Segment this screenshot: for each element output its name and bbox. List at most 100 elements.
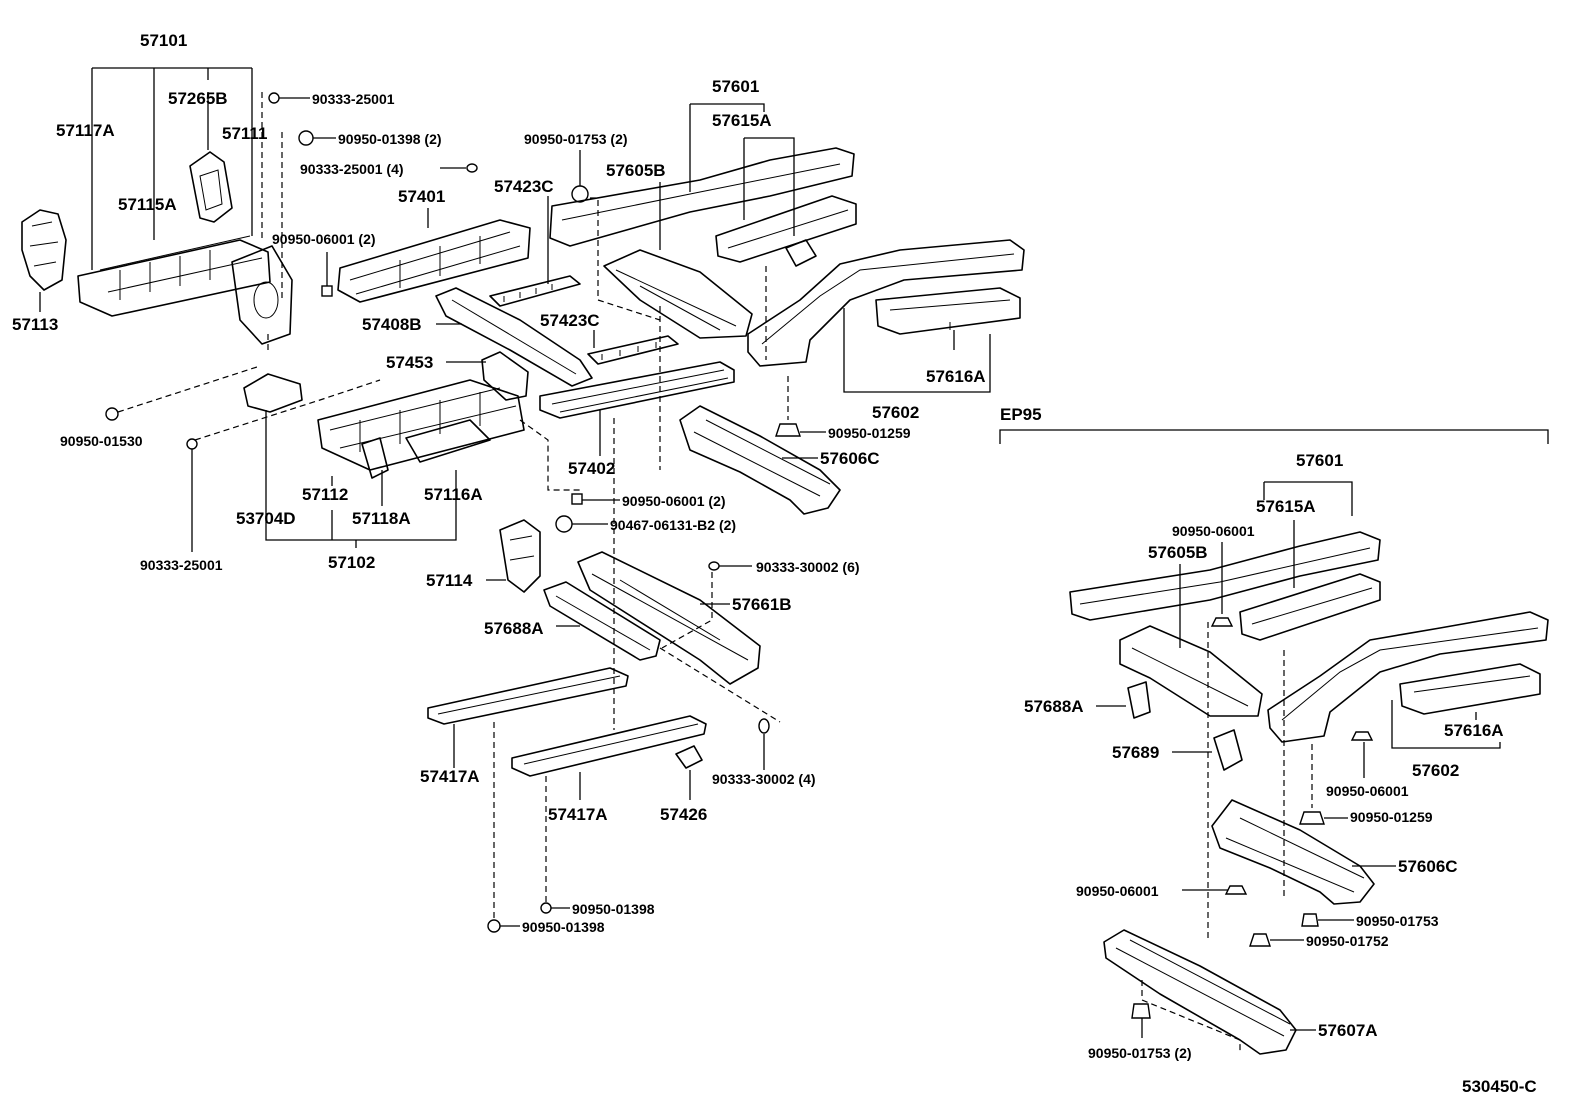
fastener-icon — [775, 423, 801, 437]
ep95-label-57601: 57601 — [1296, 451, 1343, 470]
fastener-icon — [186, 438, 198, 450]
ep95-title: EP95 — [1000, 405, 1042, 424]
part-57601-rail — [549, 147, 855, 247]
label-90950-01398-b: 90950-01398 — [522, 919, 605, 935]
fastener-icon — [321, 285, 333, 297]
fastener-icon — [555, 515, 573, 533]
ep95-part-57616A — [1399, 663, 1541, 715]
label-57101: 57101 — [140, 31, 187, 50]
fastener-icon — [571, 185, 589, 203]
ep95-label-90950-01753-2: 90950-01753 (2) — [1088, 1045, 1192, 1061]
label-57453: 57453 — [386, 353, 433, 372]
label-57402: 57402 — [568, 459, 615, 478]
part-57616A — [875, 287, 1021, 335]
ep95-label-90950-06001-a: 90950-06001 — [1172, 523, 1255, 539]
ep95-label-90950-01752: 90950-01752 — [1306, 933, 1389, 949]
label-57401: 57401 — [398, 187, 445, 206]
label-90950-01530: 90950-01530 — [60, 433, 143, 449]
label-90467-06131: 90467-06131-B2 (2) — [610, 517, 736, 533]
label-57615A: 57615A — [712, 111, 772, 130]
label-57265B: 57265B — [168, 89, 228, 108]
fastener-icon — [105, 407, 119, 421]
fastener-icon — [1350, 731, 1374, 741]
footer-code: 530450-C — [1462, 1077, 1537, 1096]
ep95-label-57607A: 57607A — [1318, 1021, 1378, 1040]
ep95-part-57689 — [1213, 729, 1243, 771]
ep95-label-57605B: 57605B — [1148, 543, 1208, 562]
label-57116A: 57116A — [424, 485, 483, 504]
label-57423C-mid: 57423C — [540, 311, 600, 330]
ep95-bracket — [999, 429, 1549, 444]
fastener-icon — [298, 130, 314, 146]
ep95-label-57602: 57602 — [1412, 761, 1459, 780]
ep95-part-57605B — [1119, 625, 1263, 717]
part-57602 — [747, 239, 1025, 367]
fastener-icon — [268, 92, 280, 104]
fastener-icon — [466, 163, 478, 173]
ep95-part-57602 — [1267, 611, 1549, 743]
label-57417A-left: 57417A — [420, 767, 480, 786]
part-57401 — [337, 219, 531, 303]
fastener-icon — [540, 902, 552, 914]
ep95-label-90950-06001-c: 90950-06001 — [1076, 883, 1159, 899]
label-57102: 57102 — [328, 553, 375, 572]
ep95-part-57606C — [1211, 799, 1375, 905]
fastener-icon — [1301, 913, 1319, 927]
label-90333-25001-4: 90333-25001 (4) — [300, 161, 404, 177]
fastener-icon — [1249, 933, 1271, 947]
part-57102-member — [243, 373, 525, 479]
fastener-icon — [708, 561, 720, 571]
label-90333-25001-top: 90333-25001 — [312, 91, 395, 107]
ep95-label-90950-01259: 90950-01259 — [1350, 809, 1433, 825]
part-57426 — [675, 745, 703, 769]
label-57117A: 57117A — [56, 121, 115, 140]
ep95-label-90950-01753: 90950-01753 — [1356, 913, 1439, 929]
part-57423C-mid — [587, 335, 679, 365]
ep95-label-57616A: 57616A — [1444, 721, 1504, 740]
label-57118A: 57118A — [352, 509, 411, 528]
label-57688A: 57688A — [484, 619, 544, 638]
label-57113: 57113 — [12, 315, 58, 334]
label-90950-06001-2-mid: 90950-06001 (2) — [622, 493, 726, 509]
fastener-icon — [487, 919, 501, 933]
label-57111: 57111 — [222, 124, 267, 143]
label-57601: 57601 — [712, 77, 759, 96]
label-57606C: 57606C — [820, 449, 880, 468]
part-57423C-top — [489, 275, 581, 307]
fastener-icon — [758, 718, 770, 734]
label-90950-01259: 90950-01259 — [828, 425, 911, 441]
part-57417A-left — [427, 667, 629, 725]
bracket-57101 — [91, 67, 253, 270]
part-57114 — [499, 519, 541, 593]
label-90950-01398-2: 90950-01398 (2) — [338, 131, 442, 147]
part-57688A — [543, 581, 661, 661]
label-57417A-right: 57417A — [548, 805, 608, 824]
part-57606C — [679, 405, 841, 515]
ep95-label-57689: 57689 — [1112, 743, 1159, 762]
part-57453 — [481, 351, 529, 401]
label-90950-01753-2-top: 90950-01753 (2) — [524, 131, 628, 147]
label-57602: 57602 — [872, 403, 919, 422]
part-57408B — [435, 287, 593, 387]
fastener-icon — [1299, 811, 1325, 825]
label-57114: 57114 — [426, 571, 473, 590]
label-57408B: 57408B — [362, 315, 422, 334]
part-57661B — [577, 551, 761, 685]
ep95-label-57606C: 57606C — [1398, 857, 1458, 876]
label-90950-01398-a: 90950-01398 — [572, 901, 655, 917]
label-57112: 57112 — [302, 485, 348, 504]
label-90950-06001-2-top: 90950-06001 (2) — [272, 231, 376, 247]
label-57661B: 57661B — [732, 595, 792, 614]
label-57423C-top: 57423C — [494, 177, 554, 196]
fastener-icon — [1210, 617, 1234, 627]
part-57605B — [603, 249, 753, 339]
ep95-label-57615A: 57615A — [1256, 497, 1316, 516]
label-57605B: 57605B — [606, 161, 666, 180]
part-57115A-member — [77, 235, 293, 345]
fastener-icon — [1224, 885, 1248, 895]
part-57417A-right — [511, 715, 707, 777]
label-57115A: 57115A — [118, 195, 177, 214]
ep95-part-57688A — [1127, 681, 1151, 719]
label-90333-25001-bot: 90333-25001 — [140, 557, 223, 573]
